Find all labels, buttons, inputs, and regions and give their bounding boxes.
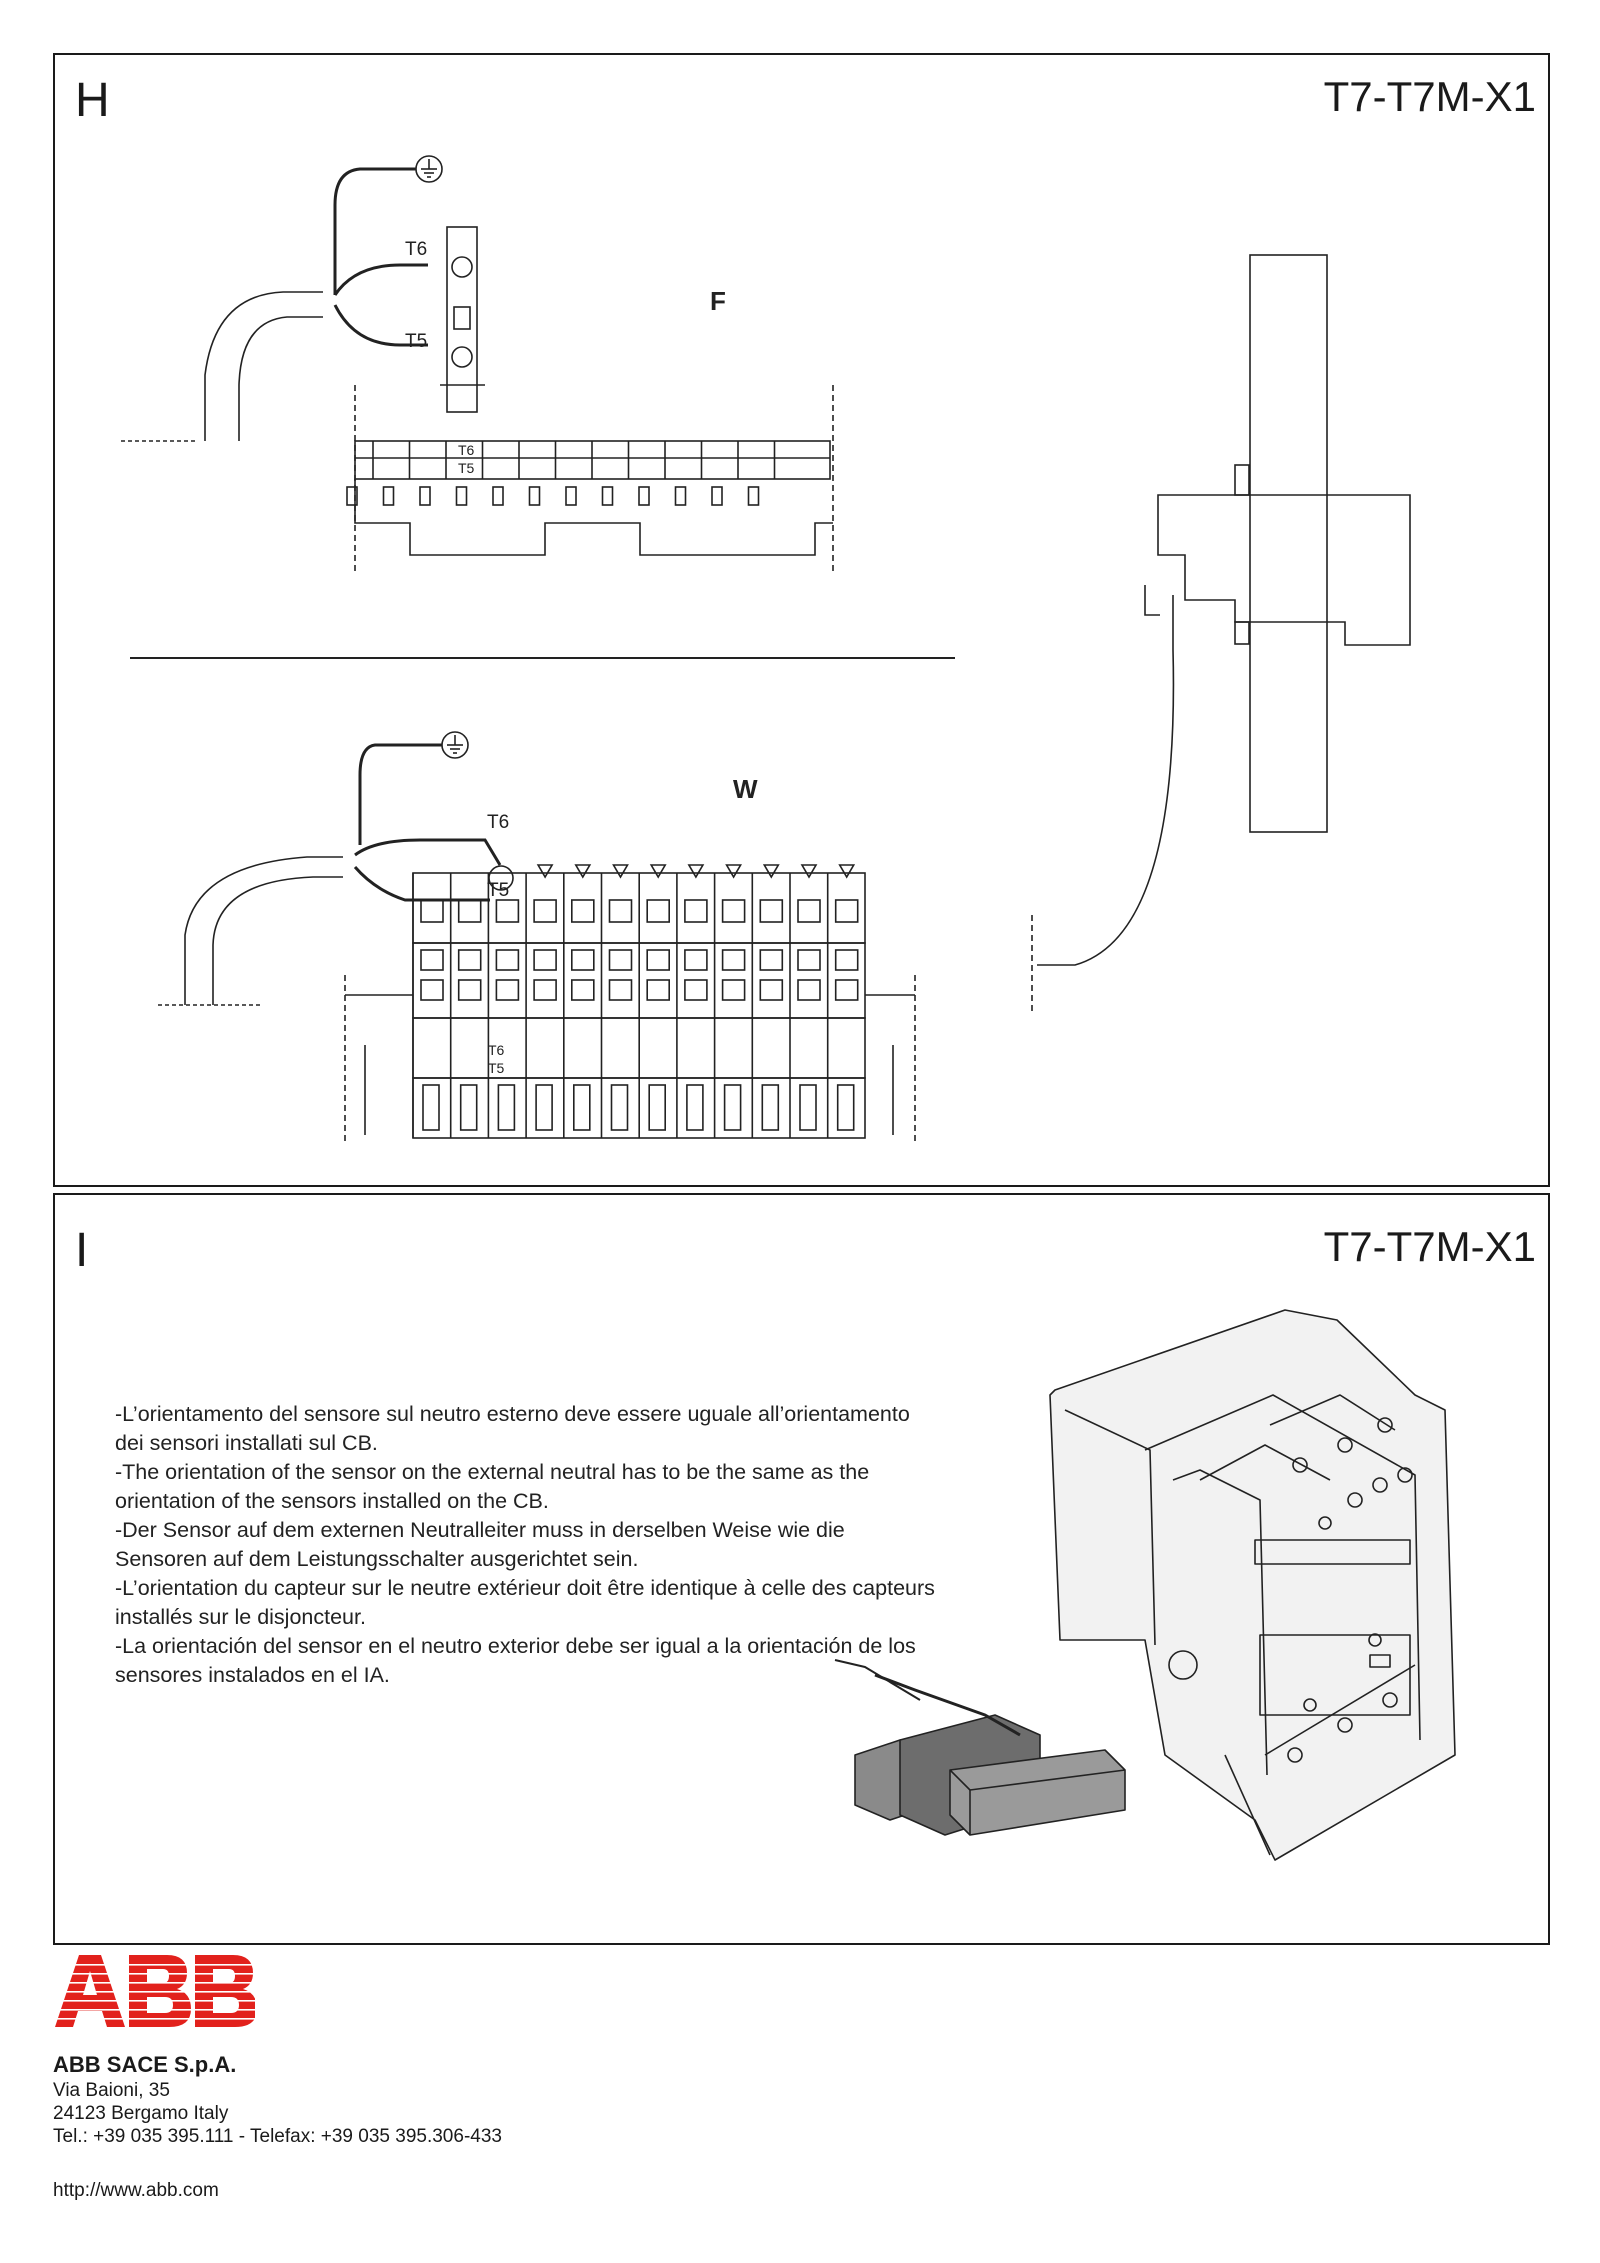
panel-i: I T7-T7M-X1 -L’orientamento del sensore … xyxy=(53,1193,1550,1945)
model-label: T7-T7M-X1 xyxy=(1323,73,1536,120)
instruction-es: -La orientación del sensor en el neutro … xyxy=(115,1634,916,1687)
t6-label-w: T6 xyxy=(487,812,509,833)
t5-strip-label-w: T5 xyxy=(488,1060,505,1076)
instruction-fr: -L’orientation du capteur sur le neutre … xyxy=(115,1576,935,1629)
t6-strip-label-w: T6 xyxy=(488,1042,505,1058)
earth-symbol-f xyxy=(415,155,443,183)
view-f-label: F xyxy=(710,286,726,316)
t5-label-w: T5 xyxy=(487,880,509,901)
instruction-de: -Der Sensor auf dem externen Neutralleit… xyxy=(115,1518,845,1571)
instructions: -L’orientamento del sensore sul neutro e… xyxy=(115,1400,935,1690)
earth-symbol-w xyxy=(441,731,469,759)
address-phone: Tel.: +39 035 395.111 - Telefax: +39 035… xyxy=(53,2126,502,2147)
panel-letter: H xyxy=(75,74,110,127)
panel-h: H T7-T7M-X1 xyxy=(53,53,1550,1187)
model-label: T7-T7M-X1 xyxy=(1323,1223,1536,1270)
abb-logo xyxy=(55,1955,255,2027)
address-street: Via Baioni, 35 xyxy=(53,2080,170,2101)
panel-letter: I xyxy=(75,1224,89,1277)
instruction-en: -The orientation of the sensor on the ex… xyxy=(115,1460,870,1513)
website-link[interactable]: http://www.abb.com xyxy=(53,2180,219,2201)
company-name: ABB SACE S.p.A. xyxy=(53,2052,237,2077)
t5-strip-label: T5 xyxy=(458,460,475,476)
t6-label: T6 xyxy=(405,239,427,260)
breaker-sensor-drawing xyxy=(834,1309,1456,1861)
instruction-it: -L’orientamento del sensore sul neutro e… xyxy=(115,1402,910,1455)
t6-strip-label: T6 xyxy=(458,442,475,458)
wiring-drawings: T6 T5 T6 T5 T6 T5 T6 T5 F W xyxy=(121,155,1411,1145)
view-w-label: W xyxy=(733,774,758,804)
t5-label: T5 xyxy=(405,331,427,352)
address-city: 24123 Bergamo Italy xyxy=(53,2103,229,2124)
